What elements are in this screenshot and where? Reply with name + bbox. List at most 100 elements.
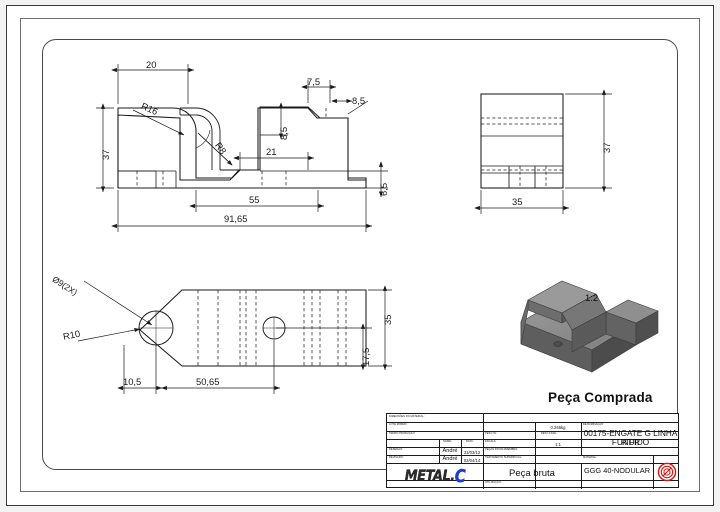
tb-rule bbox=[387, 431, 678, 432]
front-view-dimension-lines bbox=[96, 64, 388, 232]
purchased-part-note: Peça Comprada bbox=[548, 390, 653, 405]
tb-rule bbox=[483, 431, 484, 447]
tb-cell-peso-final-value: 0.265kg bbox=[535, 422, 581, 431]
tb-value-tratamento: Peça bruta bbox=[509, 468, 555, 479]
tb-value-peso-final: 0.265kg bbox=[550, 425, 566, 431]
tb-label-revisado: REVISADO: bbox=[389, 455, 404, 459]
tb-rule bbox=[387, 447, 678, 448]
dim-front-75: 7,5 bbox=[307, 76, 321, 87]
sheet-border-middle bbox=[20, 18, 700, 492]
dim-side-37: 37 bbox=[601, 142, 612, 153]
tb-rule bbox=[581, 422, 582, 455]
tb-label-escala: ESCALA: bbox=[485, 439, 497, 443]
tb-cell-tratamento-value: Peça bruta bbox=[483, 463, 581, 480]
tb-label-tratamento: TRATAMENTO SUPERFICIAL: bbox=[485, 455, 523, 459]
tb-cell-nome-header: NOME: bbox=[439, 439, 461, 447]
tb-cell-desenho-data: 31/03/12 bbox=[461, 447, 483, 455]
sheet-border-inner bbox=[42, 39, 678, 470]
sheet-border-outer bbox=[6, 5, 714, 506]
title-block: DIMENSÕES DO MATERIAL: LOTE MÍNIMO: TEMP… bbox=[386, 413, 680, 489]
tb-cell-revisado-data: 02/04/14 bbox=[461, 455, 483, 463]
tb-cell-data-header: DATA: bbox=[461, 439, 483, 447]
projection-symbol-icon bbox=[657, 462, 676, 482]
tb-label-nome: NOME: bbox=[443, 439, 452, 443]
tb-cell-dimensoes-material: DIMENSÕES DO MATERIAL: bbox=[387, 414, 680, 422]
side-view bbox=[480, 93, 564, 189]
tb-cell-material: MATERIAL: GGG 40-NODULAR bbox=[581, 455, 653, 489]
dim-bottom-105: 10,5 bbox=[123, 376, 142, 387]
tb-label-peso-in: PESO IN.: bbox=[485, 431, 498, 435]
tb-cell-peso-final-label: PESO FINAL: bbox=[535, 431, 581, 439]
side-view-hidden-lines bbox=[481, 117, 563, 188]
tb-cell-denominacao: DENOMINAÇÃO: 00175-ENGATE G LINHA R FR F… bbox=[581, 422, 680, 455]
tb-rule bbox=[439, 439, 440, 463]
dim-front-37: 37 bbox=[100, 149, 111, 160]
tb-rule bbox=[387, 422, 678, 423]
tb-label-lote-minimo: LOTE MÍNIMO: bbox=[389, 422, 408, 426]
front-view-hidden-lines bbox=[136, 108, 327, 188]
tb-cell-escala-value: 1:1 bbox=[535, 439, 581, 447]
dim-bottom-175: 17,5 bbox=[360, 347, 371, 366]
tb-value-denominacao-line2: FUNDIDO bbox=[611, 438, 650, 447]
front-view-profile bbox=[117, 107, 367, 189]
tb-cell-tratamento-label: TRATAMENTO SUPERFICIAL: bbox=[483, 455, 581, 463]
tb-value-desenho-data: 31/03/12 bbox=[463, 450, 481, 455]
tb-value-desenho-nome: André bbox=[442, 448, 458, 455]
isometric-model bbox=[520, 280, 659, 373]
tb-cell-escala: ESCALA: bbox=[483, 439, 535, 447]
tb-label-tempo-producao: TEMPO PRODUÇÃO: bbox=[389, 431, 416, 435]
tb-value-denominacao-line1: 00175-ENGATE G LINHA R FR bbox=[583, 429, 678, 448]
tb-rule bbox=[387, 463, 678, 464]
tb-label-material: MATERIAL: bbox=[583, 455, 597, 459]
dim-front-21: 21 bbox=[266, 146, 277, 157]
tb-cell-tempo-producao: TEMPO PRODUÇÃO: bbox=[387, 431, 483, 439]
tb-value-revisado-nome: André bbox=[442, 456, 458, 463]
tb-rule bbox=[387, 480, 678, 481]
tb-cell-pecas-por-membro: PEÇAS P/CONJ/MEMBRO: bbox=[483, 447, 581, 455]
tb-rule bbox=[387, 455, 678, 456]
tb-rule bbox=[387, 439, 678, 440]
company-logo-text: METAL. bbox=[404, 467, 456, 485]
dim-side-35: 35 bbox=[512, 196, 523, 207]
dim-front-85-a: 8,5 bbox=[278, 126, 289, 140]
tb-rule bbox=[535, 422, 536, 489]
isometric-scale-label: 1:2 bbox=[585, 293, 599, 304]
dim-front-65: 6,5 bbox=[378, 182, 389, 196]
tb-value-escala: 1:1 bbox=[555, 442, 561, 447]
tb-cell-logo: METAL.C bbox=[387, 463, 483, 489]
tb-cell-desenho-label: DESENHO: bbox=[387, 447, 439, 455]
dim-bottom-35: 35 bbox=[382, 314, 393, 325]
bottom-view-dimension-lines bbox=[77, 280, 392, 394]
tb-label-desenho: DESENHO: bbox=[389, 447, 403, 451]
tb-cell-projection-symbol bbox=[653, 455, 680, 489]
tb-cell-utilizacao: UTILIZAÇÃO: bbox=[483, 480, 581, 489]
tb-label-utilizacao: UTILIZAÇÃO: bbox=[485, 480, 502, 484]
tb-rule bbox=[483, 463, 484, 489]
tb-cell-lote-minimo: LOTE MÍNIMO: bbox=[387, 422, 535, 431]
company-logo-accent: C bbox=[454, 465, 466, 487]
side-view-dimension-lines bbox=[474, 89, 612, 214]
dim-front-85-b: 8,5 bbox=[352, 95, 366, 106]
tb-label-data: DATA: bbox=[466, 439, 474, 443]
tb-label-dimensoes-material: DIMENSÕES DO MATERIAL: bbox=[389, 414, 425, 418]
tb-label-peso-final: PESO FINAL: bbox=[541, 431, 558, 435]
tb-cell-peso-in: PESO IN.: bbox=[483, 431, 535, 439]
tb-rule bbox=[461, 439, 462, 463]
dim-front-20: 20 bbox=[146, 59, 157, 70]
tb-label-denominacao: DENOMINAÇÃO: bbox=[583, 422, 604, 426]
tb-rule bbox=[581, 463, 582, 489]
dim-front-55: 55 bbox=[249, 194, 260, 205]
front-view-detail-lines bbox=[118, 169, 366, 188]
company-logo: METAL.C bbox=[387, 463, 483, 489]
dim-front-9165: 91,65 bbox=[224, 213, 248, 224]
tb-value-material: GGG 40-NODULAR bbox=[583, 466, 651, 475]
tb-label-pecas-por-membro: PEÇAS P/CONJ/MEMBRO: bbox=[485, 447, 519, 451]
tb-value-revisado-data: 02/04/14 bbox=[463, 458, 481, 463]
tb-cell-revisado-nome: André bbox=[439, 455, 461, 463]
tb-cell-revisado-label: REVISADO: bbox=[387, 455, 439, 463]
tb-rule bbox=[653, 455, 654, 489]
dim-bottom-5065: 50,65 bbox=[196, 376, 220, 387]
